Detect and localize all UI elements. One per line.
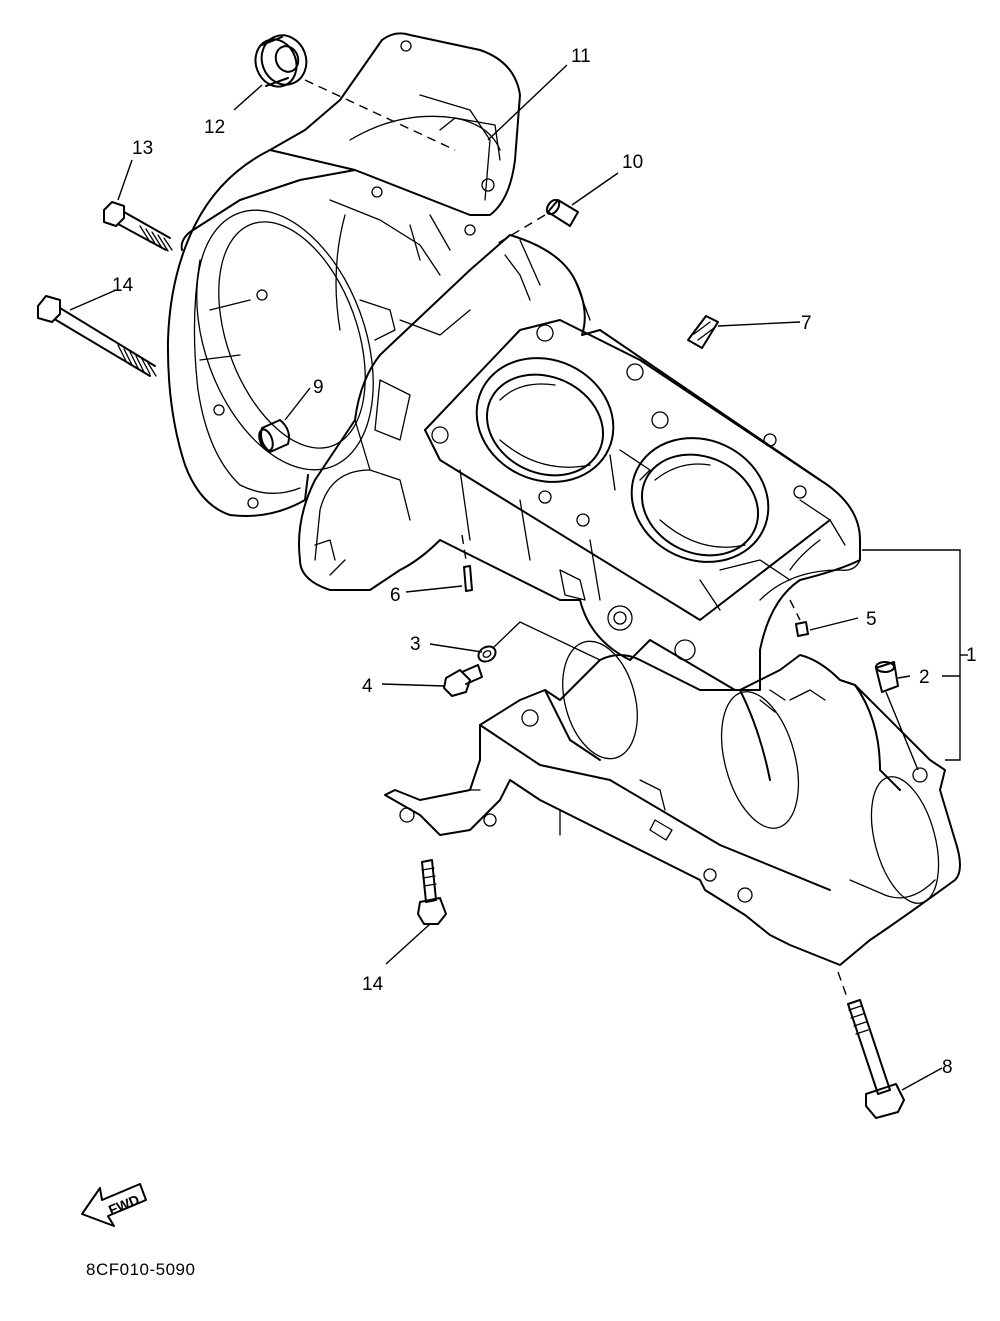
callout-2: 2 bbox=[919, 667, 930, 688]
fwd-arrow-icon: FWD bbox=[81, 1183, 147, 1227]
bolt-part-8 bbox=[837, 971, 905, 1119]
dowel-part-2 bbox=[875, 661, 919, 771]
callout-4: 4 bbox=[362, 676, 373, 697]
callout-10: 10 bbox=[622, 152, 643, 173]
bolt-part-14-bottom bbox=[417, 859, 447, 925]
washer-part-3 bbox=[477, 645, 497, 663]
washer-guide-line bbox=[492, 621, 601, 661]
bolt-part-4 bbox=[443, 664, 483, 697]
callout-14-top: 14 bbox=[112, 275, 134, 296]
dowel-part-6 bbox=[461, 534, 473, 592]
callout-13: 13 bbox=[132, 138, 153, 159]
callout-14-bottom: 14 bbox=[362, 974, 384, 995]
dowel-part-9 bbox=[258, 419, 290, 453]
dowel-part-5 bbox=[789, 599, 809, 637]
callout-8: 8 bbox=[942, 1057, 953, 1078]
crankcase-cover-part-11 bbox=[166, 32, 521, 517]
callout-1: 1 bbox=[966, 645, 977, 666]
leader-lines bbox=[69, 64, 968, 1091]
reference-code: 8CF010-5090 bbox=[86, 1260, 196, 1279]
bearing-part-12 bbox=[254, 34, 308, 88]
lower-crankcase bbox=[384, 640, 961, 966]
dowel-part-10 bbox=[545, 198, 579, 227]
callout-9: 9 bbox=[313, 377, 324, 398]
callout-12: 12 bbox=[204, 117, 225, 138]
bolt-part-13 bbox=[103, 201, 173, 252]
callout-3: 3 bbox=[410, 634, 421, 655]
callout-7: 7 bbox=[801, 313, 812, 334]
callout-6: 6 bbox=[390, 585, 401, 606]
callout-11: 11 bbox=[571, 46, 591, 67]
callout-5: 5 bbox=[866, 609, 877, 630]
stud-part-7 bbox=[687, 315, 719, 349]
upper-crankcase bbox=[298, 234, 861, 691]
callout-labels: 1 2 3 4 5 6 7 8 9 10 11 12 13 14 14 bbox=[112, 46, 977, 1078]
bearing-guide-line bbox=[304, 79, 456, 151]
bolt-part-14-top bbox=[37, 295, 157, 377]
